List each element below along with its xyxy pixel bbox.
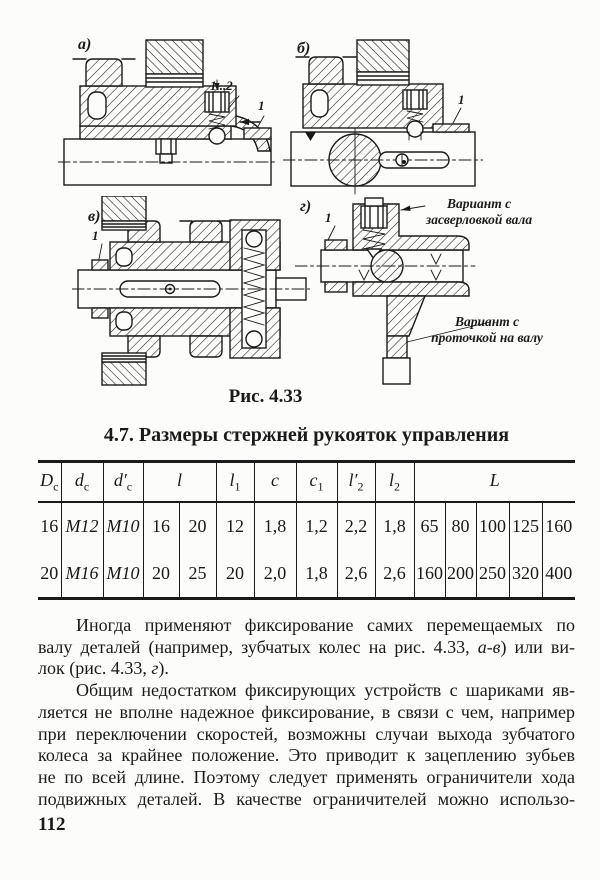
table-cell: 20	[142, 550, 179, 599]
col-header-l2-prime: l′2	[336, 461, 376, 503]
col-header-c: c	[253, 461, 297, 503]
table-cell: 2,6	[374, 550, 415, 599]
table-row: 20 М16 М10 20 25 20 2,0 1,8 2,6 2,6 160 …	[38, 550, 576, 599]
table-cell: 20	[215, 550, 255, 599]
annotation-grooved-shaft: Вариант с проточкой на валу	[431, 314, 543, 346]
text-line: подвижных деталей. В качестве ограничите…	[38, 788, 575, 809]
callout-v-1: 1	[92, 228, 99, 243]
table-cell: 16	[142, 502, 179, 550]
subfigure-b-drawing	[283, 39, 483, 195]
text-line: валу деталей (например, зубчатых колес н…	[38, 636, 575, 657]
paragraph-2: Общим недостатком фиксирующих устройств …	[38, 680, 575, 810]
table-header-row: Dc dc d′c l l1 c c1 l′2 l2 L	[38, 461, 576, 503]
table-cell: 1,8	[374, 502, 415, 550]
subfigure-a-drawing	[58, 39, 275, 186]
callout-g-1: 1	[325, 210, 332, 225]
col-header-l: l	[142, 461, 217, 503]
table-cell: 400	[541, 550, 576, 599]
annotation-drilled-shaft: Вариант с засверловкой вала	[425, 196, 533, 228]
table-cell: 65	[413, 502, 446, 550]
table-cell: 160	[413, 550, 446, 599]
table-cell: М10	[102, 550, 143, 599]
subfigure-b: б) 1	[283, 36, 483, 204]
figure-4-33: а) 1...2 1	[0, 0, 600, 388]
table-cell: 20	[40, 563, 59, 583]
text-line: Иногда применяют фиксирование самих пере…	[76, 615, 575, 635]
col-header-Dc: Dc	[38, 461, 61, 503]
table-cell: 320	[508, 550, 543, 599]
col-header-dc: dc	[60, 461, 103, 503]
text-line: не по всей длине. Поэтому следует примен…	[38, 766, 575, 787]
subfigure-a: а) 1...2 1	[58, 36, 275, 204]
callout-a-1: 1	[258, 98, 265, 113]
callout-a-1-2: 1...2	[210, 78, 233, 93]
text-line: ляется не вполне надежное фиксирование, …	[38, 701, 575, 722]
section-heading: 4.7. Размеры стержней рукояток управлени…	[103, 424, 510, 446]
subfigure-v: в) 1	[72, 196, 310, 386]
text-line: при переключении скоростей, возможны слу…	[38, 723, 575, 744]
subfigure-g: г) 1 Вариант с засверловкой вала Вариант…	[295, 196, 570, 386]
table-cell: 160	[541, 502, 576, 550]
text-line: Общим недостатком фиксирующих устройств …	[76, 680, 575, 701]
table-row: 16 М12 М10 16 20 12 1,8 1,2 2,2 1,8 65 8…	[38, 502, 576, 550]
callout-b-1: 1	[458, 92, 465, 107]
table-cell: 2,2	[336, 502, 376, 550]
figure-caption: Рис. 4.33	[228, 386, 303, 407]
table-cell: 125	[508, 502, 543, 550]
table-cell: 1,8	[253, 502, 297, 550]
page-number: 112	[38, 814, 66, 835]
paragraph-1: Иногда применяют фиксирование самих пере…	[38, 615, 575, 680]
subfigure-v-label: в)	[88, 208, 101, 225]
table-cell: 100	[475, 502, 510, 550]
text-line: колеса за крайнее положение. Это приводи…	[38, 745, 575, 766]
col-header-dc-prime: d′c	[102, 461, 143, 503]
table-cell: 1,8	[295, 550, 338, 599]
text-line: лок (рис. 4.33, г).	[38, 658, 169, 679]
table-cell: М16	[60, 550, 103, 599]
table-cell: 250	[475, 550, 510, 599]
table-cell: 20	[178, 502, 217, 550]
table-cell: 12	[215, 502, 255, 550]
col-header-l2: l2	[374, 461, 415, 503]
col-header-L: L	[413, 461, 576, 503]
subfigure-v-drawing	[72, 196, 310, 386]
table-cell: 25	[178, 550, 217, 599]
table-cell: 2,0	[253, 550, 297, 599]
table-cell: 1,2	[295, 502, 338, 550]
col-header-l1: l1	[215, 461, 255, 503]
rod-dimensions-table: Dc dc d′c l l1 c c1 l′2 l2 L 16 М12 М10 …	[38, 460, 576, 600]
col-header-c1: c1	[295, 461, 338, 503]
table-cell: 16	[40, 516, 59, 536]
subfigure-b-label: б)	[297, 40, 311, 57]
table-cell: М10	[102, 502, 143, 550]
subfigure-g-drawing	[295, 197, 491, 385]
subfigure-g-label: г)	[300, 198, 312, 215]
table-cell: 200	[444, 550, 477, 599]
table-cell: М12	[60, 502, 103, 550]
table-cell: 2,6	[336, 550, 376, 599]
table-cell: 80	[444, 502, 477, 550]
subfigure-a-label: а)	[78, 36, 92, 53]
